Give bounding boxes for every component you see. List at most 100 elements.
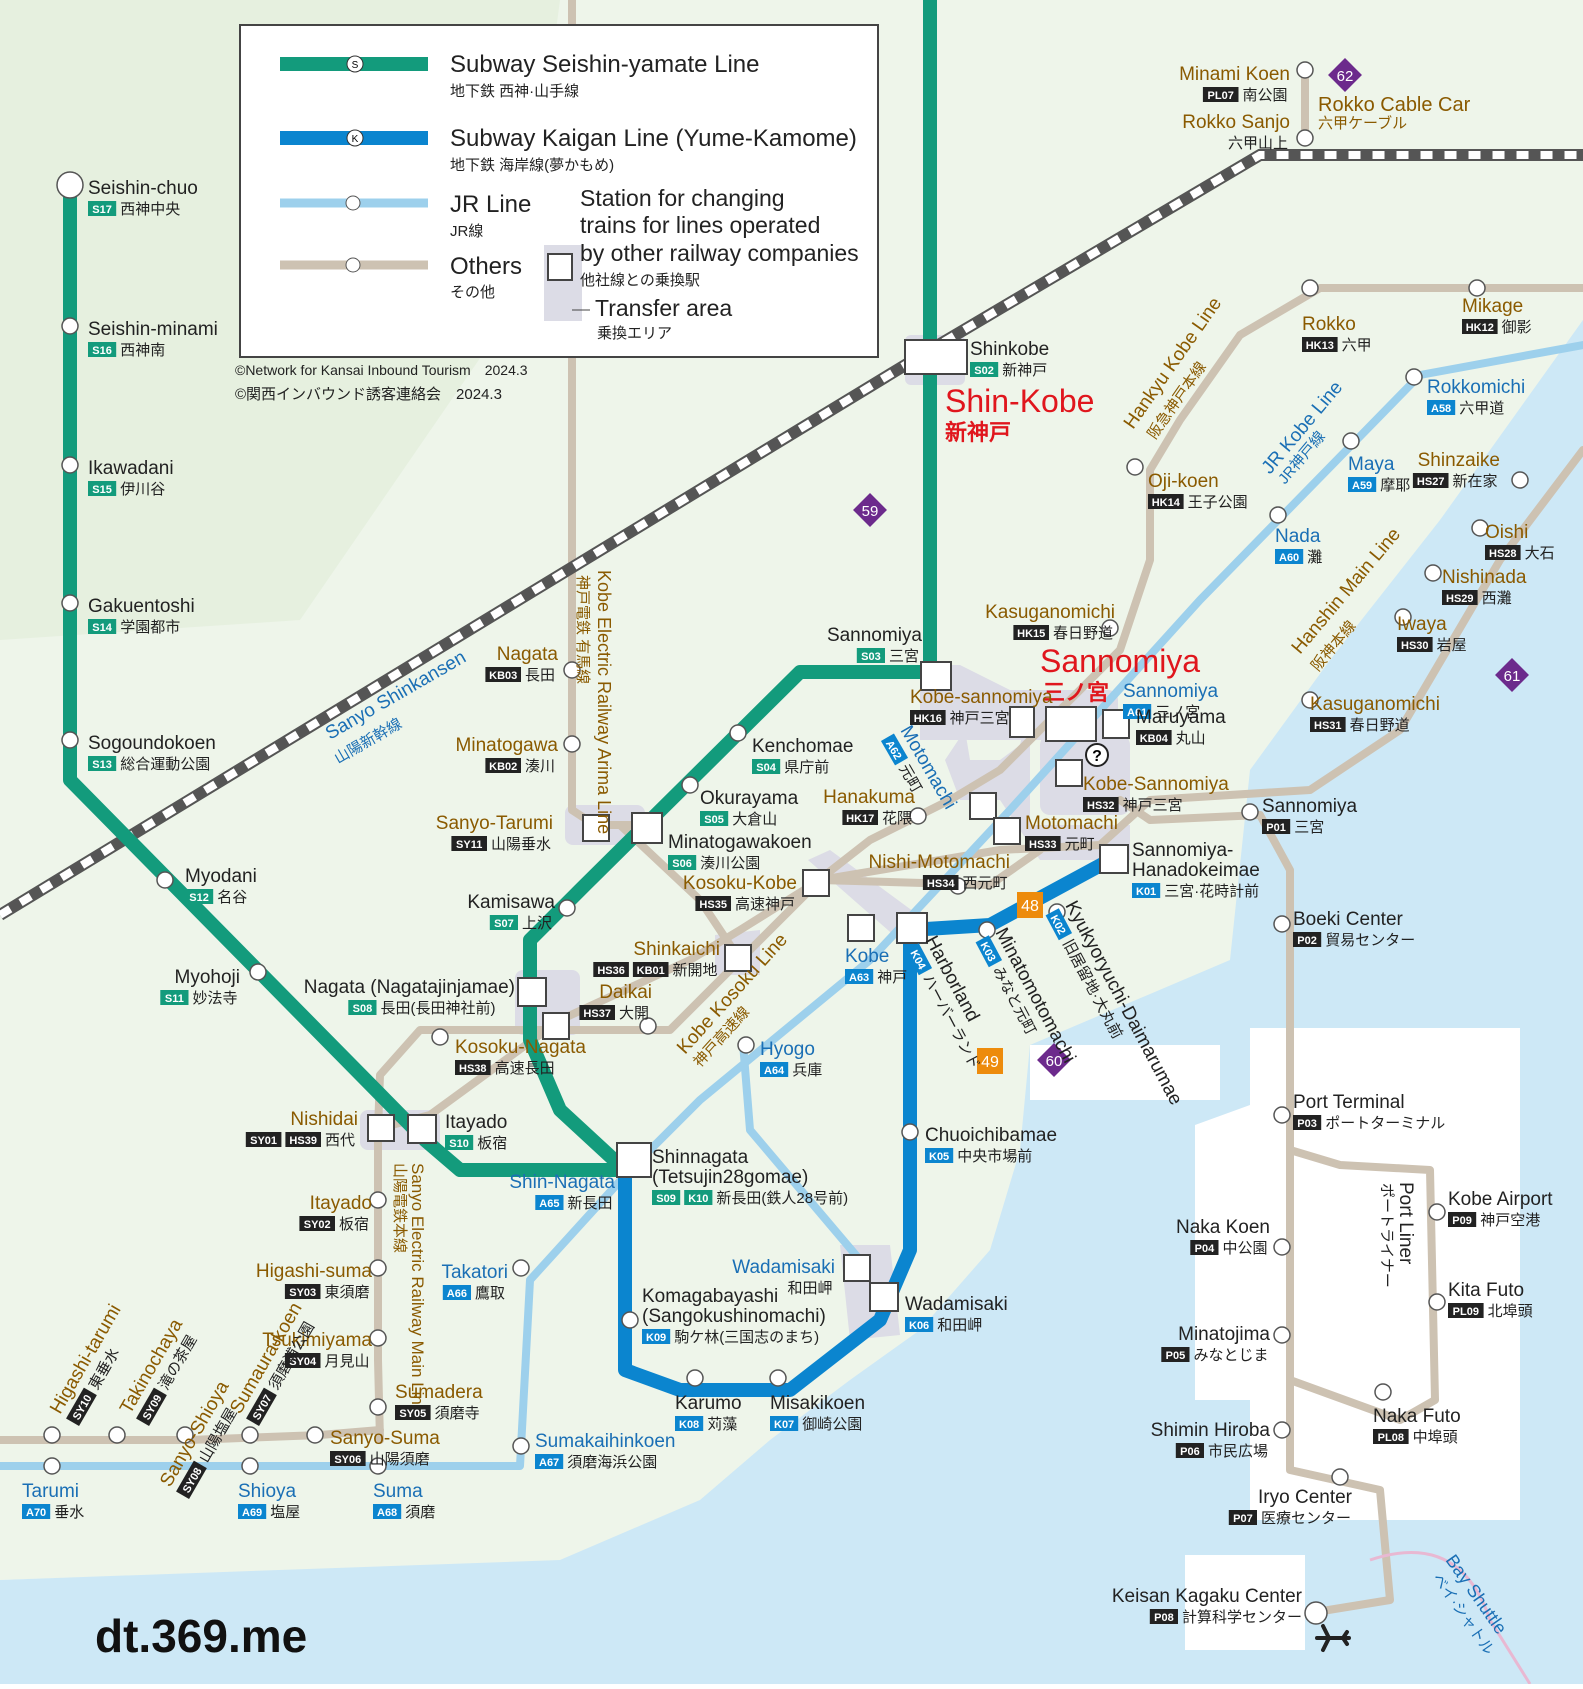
station-name: Sanyo-Suma	[330, 1428, 440, 1449]
station-name-jp: 東須磨	[325, 1284, 370, 1301]
legend-seishin-en: Subway Seishin-yamate Line	[450, 51, 760, 78]
station-name-jp: 新長田	[568, 1195, 613, 1212]
station-code-badge	[285, 1132, 321, 1147]
station-name: Iryo Center	[1258, 1487, 1353, 1508]
station-code: SY03	[289, 1287, 316, 1299]
station-code-badge	[845, 969, 874, 984]
station-code: S03	[861, 651, 881, 663]
station-code: HS31	[1314, 720, 1342, 732]
station-code: A64	[764, 1065, 785, 1077]
station-name-jp: 灘	[1307, 549, 1322, 566]
station-code-badge	[66, 1387, 97, 1426]
station-code-badge	[1123, 704, 1152, 719]
station-code-badge	[238, 1504, 267, 1519]
station-code-badge	[970, 362, 999, 377]
station-code-badge	[632, 962, 669, 977]
station-code-badge	[88, 756, 117, 771]
station-code: S11	[165, 993, 184, 1005]
station-code-badge	[910, 710, 946, 725]
station-name: Itayado	[445, 1112, 507, 1133]
station-code-badge	[1045, 908, 1073, 941]
legend-station-jp: 他社線との乗換駅	[580, 272, 700, 289]
station-name: Takatori	[441, 1262, 508, 1283]
sannomiya-big-label: Sannomiya	[1040, 643, 1200, 679]
route-48: 48	[1021, 898, 1039, 915]
station-name-jp: 春日野道	[1053, 625, 1113, 642]
legend-station-l2: trains for lines operated	[580, 212, 820, 238]
station-name: Kosoku-Kobe	[683, 873, 797, 894]
station-code: S09	[656, 1193, 676, 1205]
station-name: Tarumi	[22, 1481, 79, 1502]
station-code-badge	[1149, 1609, 1178, 1624]
station-code: S14	[92, 622, 112, 634]
transfer-squares	[367, 339, 1130, 1312]
station-code: S04	[756, 762, 776, 774]
station-code-badge	[1025, 836, 1061, 851]
jr-line	[0, 341, 1583, 1470]
station-code: S17	[92, 204, 112, 216]
station-name-jp: 計算科学センター	[1182, 1608, 1302, 1626]
station-code: HS35	[699, 899, 727, 911]
station-code-badge	[1373, 1429, 1409, 1444]
station-name-jp: 六甲山上	[1228, 135, 1288, 152]
station-code-badge	[1462, 319, 1498, 334]
station-name-jp: 山陽須磨	[370, 1451, 430, 1468]
station-code: P04	[1195, 1243, 1215, 1255]
station-name-jp: 和田岬	[937, 1317, 982, 1334]
station-name-jp: 湊川公園	[700, 855, 760, 872]
station-name: Hanakuma	[823, 787, 915, 808]
station-name-jp: 名谷	[217, 889, 247, 906]
station-code: A63	[849, 972, 869, 984]
station-code-badge	[489, 915, 518, 930]
line-name-kobe-electric: Kobe Electric Railway Arima Line	[594, 570, 614, 834]
station-name: Port Terminal	[1293, 1092, 1405, 1113]
legend-transfer-en: Transfer area	[595, 295, 732, 321]
station-code: A65	[539, 1198, 559, 1210]
station-code-badge	[1485, 545, 1521, 560]
legend-kaigan-jp: 地下鉄 海岸線(夢かもめ)	[450, 157, 614, 174]
info-question-mark: ?	[1092, 748, 1102, 765]
station-name-jp: 須磨海浜公園	[567, 1454, 657, 1471]
station-code: HK16	[914, 713, 942, 725]
station-name: Ikawadani	[88, 458, 174, 479]
station-code: A61	[1127, 707, 1147, 719]
station-code-badge	[668, 855, 697, 870]
station-code-badge	[284, 1284, 321, 1299]
station-code-badge	[245, 1132, 282, 1147]
station-code: A60	[1279, 552, 1299, 564]
station-name: Kobe Airport	[1448, 1189, 1553, 1210]
station-name: Itayado	[310, 1193, 372, 1214]
station-code-badge	[485, 667, 521, 682]
station-code-badge	[535, 1454, 564, 1469]
station-code-badge	[88, 481, 117, 496]
line-name-sanyo: Sanyo Electric Railway Main Line	[408, 1163, 427, 1414]
station-name-jp: 駒ケ林(三国志のまち)	[674, 1329, 819, 1346]
station-name: Rokko	[1302, 314, 1356, 335]
station-name-jp: 須磨	[405, 1504, 435, 1521]
station-code: HS37	[583, 1008, 611, 1020]
station-code-badge	[1202, 87, 1239, 102]
station-name: Nagata (Nagatajinjamae)	[304, 977, 515, 998]
station-code: S12	[189, 892, 209, 904]
copyright-en: ©Network for Kansai Inbound Tourism 2024…	[235, 362, 528, 378]
station-code-badge	[1348, 477, 1377, 492]
station-code-badge	[1448, 1303, 1484, 1318]
route-59: 59	[862, 503, 879, 520]
copyright-jp: ©関西インバウンド誘客連絡会 2024.3	[235, 386, 502, 403]
station-code-badge	[925, 1148, 954, 1163]
station-code: SY04	[289, 1356, 317, 1368]
station-name: Oji-koen	[1148, 471, 1219, 492]
